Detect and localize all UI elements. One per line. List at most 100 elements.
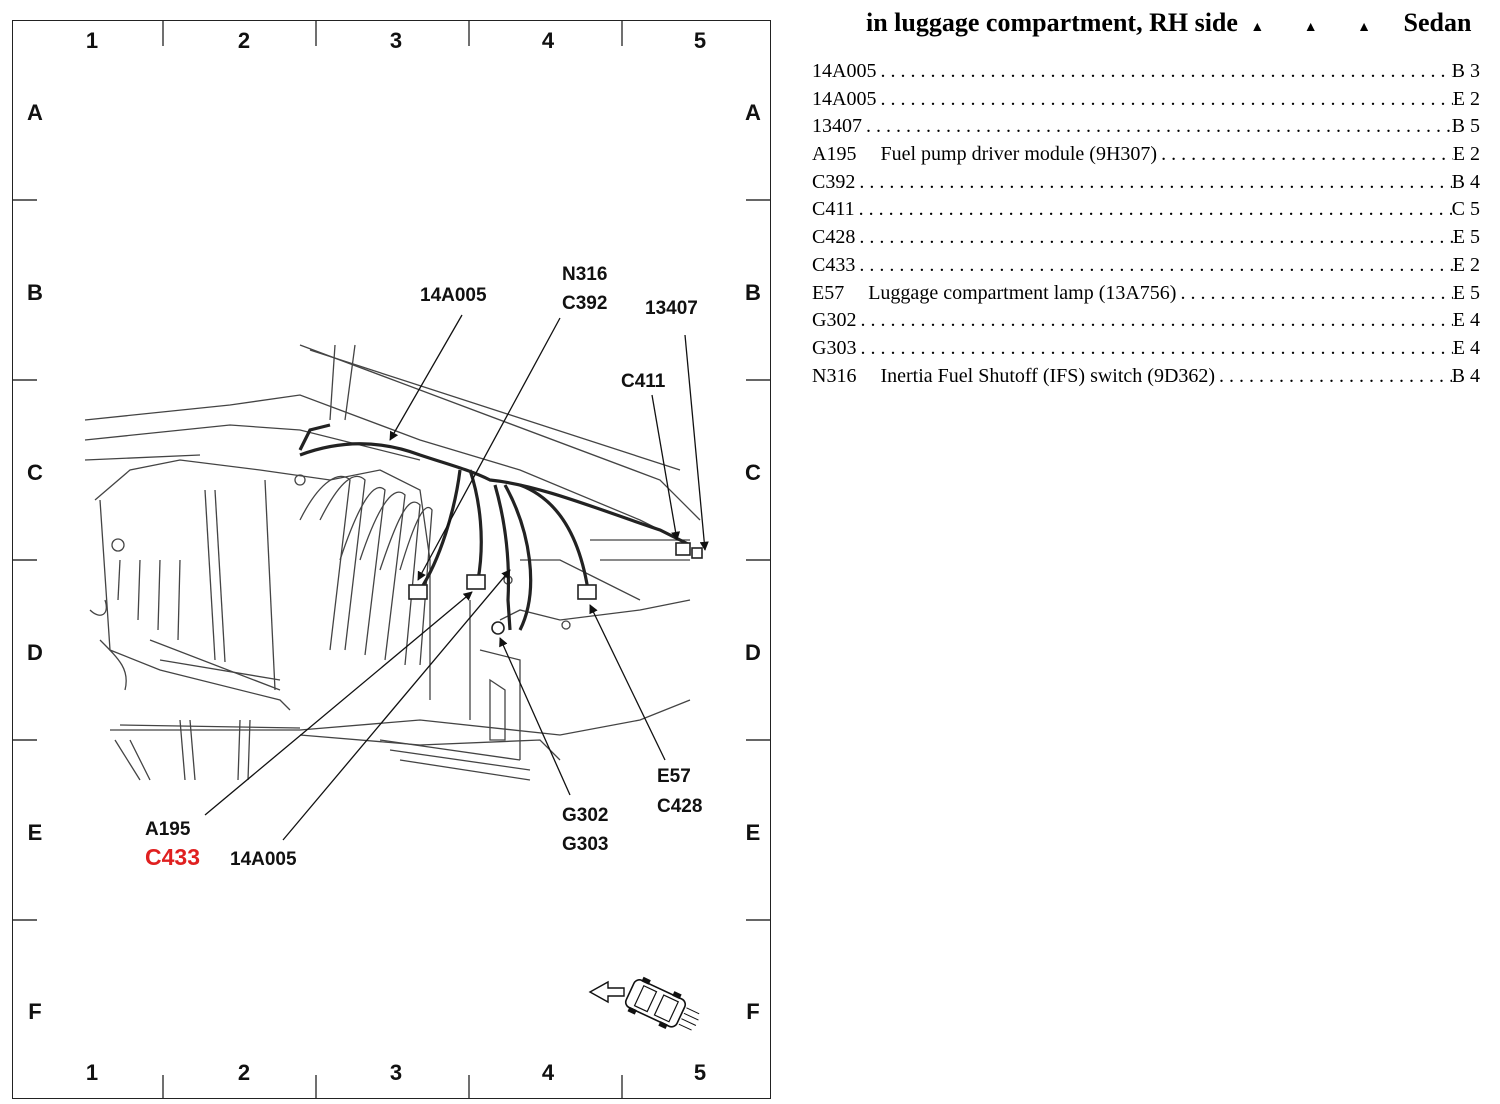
grid-col-bottom-1: 1 [85,1060,99,1085]
legend-location: B 4 [1451,170,1480,193]
callout-n316: N316 [562,264,608,285]
leader-n316-c392 [417,317,561,581]
legend-row: 14A005 E 2 [812,86,1480,114]
legend-location: B 5 [1451,115,1480,138]
legend-leader-dots [855,196,1452,224]
callout-14a005-bottom: 14A005 [230,849,297,870]
legend-leader-dots [856,307,1452,335]
grid-row-right-b: B [745,280,761,305]
grid-ticks [13,21,770,1098]
grid-row-right-a: A [745,100,761,125]
grid-col-top-3: 3 [389,28,403,53]
legend-leader-dots [856,335,1452,363]
legend-title-text: in luggage compartment, RH side [866,8,1238,37]
legend-code: C392 [812,170,856,193]
connector-n316-c392 [408,584,428,600]
legend-code: C433 [812,253,856,276]
legend-location: C 5 [1451,198,1480,221]
grid-row-right-e: E [745,820,761,845]
legend-location: E 2 [1452,253,1480,276]
ground-g302-g303 [491,621,505,635]
leader-13407 [684,334,709,551]
diagram-frame [12,20,771,1099]
legend-title-separator: ▲ ▲ ▲ [1250,20,1389,35]
legend-leader-dots [1215,363,1452,391]
legend-location: E 5 [1452,226,1480,249]
legend-leader-dots [876,58,1451,86]
luggage-compartment-drawing [13,21,770,1098]
callout-e57: E57 [657,766,691,787]
legend-leader-dots [855,252,1452,280]
legend-leader-dots [1157,141,1453,169]
legend-code: A195 [812,143,857,166]
leader-c411 [651,394,681,541]
callout-c392: C392 [562,293,608,314]
legend-leader-dots [855,169,1451,197]
leader-14a005-top [389,314,463,441]
legend-row: C392 B 4 [812,169,1480,197]
legend-code: 14A005 [812,87,877,110]
grid-row-left-c: C [27,460,43,485]
grid-row-right-f: F [746,999,760,1024]
legend-leader-dots [876,86,1452,114]
legend-row: C411 C 5 [812,196,1480,224]
grid-row-left-a: A [27,100,43,125]
legend-location: E 4 [1452,309,1480,332]
legend-location: E 5 [1452,281,1480,304]
connector-e57-c428 [577,584,597,600]
grid-col-top-1: 1 [85,28,99,53]
grid-col-top-2: 2 [237,28,251,53]
grid-col-bottom-2: 2 [237,1060,251,1085]
callout-g303: G303 [562,834,609,855]
legend-row: G303 E 4 [812,335,1480,363]
grid-row-left-b: B [27,280,43,305]
grid-col-top-4: 4 [541,28,555,53]
connectors [408,542,703,635]
legend-code: 13407 [812,115,862,138]
legend-leader-dots [862,113,1452,141]
component-legend: 14A005 B 3 14A005 E 2 13407 B 5 A195 Fue… [812,58,1480,390]
leader-g302-g303 [499,637,571,796]
legend-row: C433 E 2 [812,252,1480,280]
legend-location: E 2 [1452,87,1480,110]
legend-row: G302 E 4 [812,307,1480,335]
legend-description: Inertia Fuel Shutoff (IFS) switch (9D362… [880,364,1216,387]
vehicle-orientation-icon [588,976,700,1031]
callout-14a005-top: 14A005 [420,285,487,306]
connector-a195-c433 [466,574,486,590]
callout-c428: C428 [657,796,703,817]
legend-code: E57 [812,281,845,304]
legend-location: B 3 [1451,60,1480,82]
body-panels [84,344,701,781]
connector-13407 [691,547,703,559]
callout-c411: C411 [621,371,666,392]
legend-row: C428 E 5 [812,224,1480,252]
legend-row: 13407 B 5 [812,113,1480,141]
grid-col-top-5: 5 [693,28,707,53]
legend-title-model: Sedan [1403,8,1472,37]
legend-row: 14A005 B 3 [812,58,1480,86]
leader-e57-c428 [589,604,666,761]
legend-location: E 2 [1452,143,1480,166]
grid-row-left-f: F [28,999,42,1024]
leader-a195-c433 [204,591,473,816]
leader-14a005-bottom [282,569,511,841]
legend-code: C428 [812,226,856,249]
legend-row: N316 Inertia Fuel Shutoff (IFS) switch (… [812,363,1480,391]
grid-row-right-d: D [745,640,761,665]
legend-title: in luggage compartment, RH side ▲ ▲ ▲ Se… [866,8,1471,38]
legend-leader-dots [855,224,1452,252]
connector-c411 [675,542,691,556]
callout-a195: A195 [145,819,191,840]
legend-location: B 4 [1451,364,1480,387]
callout-g302: G302 [562,805,609,826]
grid-col-bottom-3: 3 [389,1060,403,1085]
legend-code: 14A005 [812,60,877,82]
legend-code: C411 [812,198,855,221]
legend-row: E57 Luggage compartment lamp (13A756) E … [812,280,1480,308]
legend-location: E 4 [1452,336,1480,359]
leader-lines [204,314,709,841]
legend-code: G303 [812,336,857,359]
legend-leader-dots [1176,280,1452,308]
legend-row: A195 Fuel pump driver module (9H307) E 2 [812,141,1480,169]
